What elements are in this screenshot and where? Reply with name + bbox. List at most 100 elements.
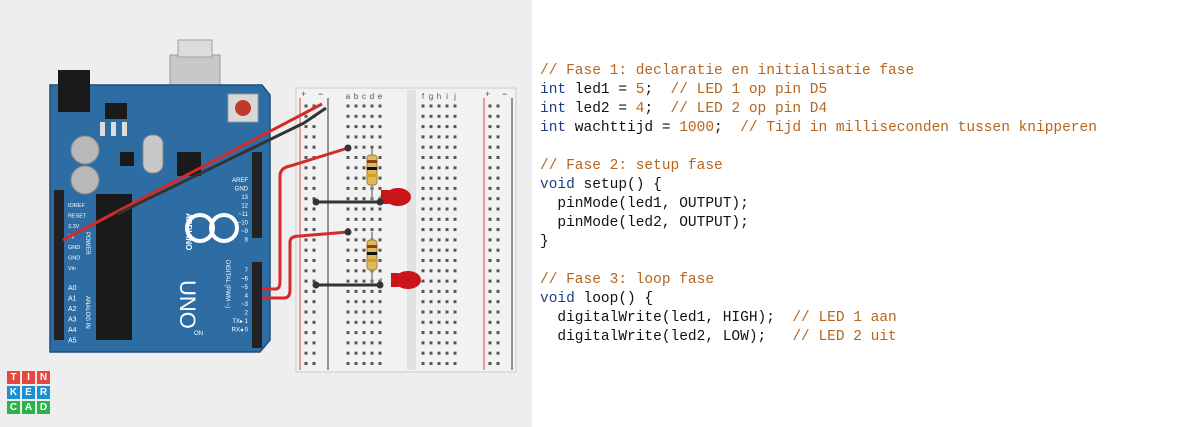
breadboard-hole[interactable] [346,279,350,283]
breadboard-hole[interactable] [429,248,433,252]
breadboard-hole[interactable] [312,259,316,262]
breadboard-hole[interactable] [437,145,441,149]
breadboard-hole[interactable] [437,197,441,201]
breadboard-hole[interactable] [445,331,449,335]
breadboard-hole[interactable] [453,125,457,129]
code-line[interactable]: pinMode(led2, OUTPUT); [540,214,1190,233]
breadboard-hole[interactable] [429,331,433,335]
breadboard-hole[interactable] [378,300,382,304]
breadboard-hole[interactable] [453,207,457,211]
breadboard-hole[interactable] [421,310,425,314]
breadboard-hole[interactable] [421,156,425,159]
breadboard-hole[interactable] [378,176,382,180]
breadboard-hole[interactable] [496,331,500,335]
breadboard-hole[interactable] [421,207,425,211]
breadboard-hole[interactable] [421,145,425,149]
breadboard-hole[interactable] [312,186,316,190]
breadboard-hole[interactable] [445,145,449,149]
breadboard-hole[interactable] [312,197,316,201]
breadboard-hole[interactable] [354,207,358,211]
breadboard-hole[interactable] [488,351,492,355]
reset-button-cap[interactable] [235,100,251,116]
breadboard-hole[interactable] [453,310,457,314]
breadboard-hole[interactable] [304,310,308,314]
breadboard-hole[interactable] [346,176,350,180]
breadboard-hole[interactable] [421,238,425,242]
breadboard-hole[interactable] [312,331,316,335]
breadboard-hole[interactable] [378,114,382,118]
circuit-canvas[interactable]: UNO ARDUINO ON POWER ANALOG IN DIGITAL (… [0,0,532,427]
code-line[interactable]: // Fase 2: setup fase [540,157,1190,176]
breadboard-hole[interactable] [445,125,449,129]
breadboard-hole[interactable] [346,156,350,159]
breadboard-hole[interactable] [488,259,492,262]
breadboard-hole[interactable] [453,341,457,345]
code-line[interactable]: digitalWrite(led2, LOW); // LED 2 uit [540,328,1190,347]
breadboard-hole[interactable] [496,228,500,232]
breadboard-hole[interactable] [437,217,441,221]
breadboard-hole[interactable] [421,114,425,118]
breadboard-hole[interactable] [370,145,374,149]
breadboard-hole[interactable] [445,166,449,170]
breadboard-hole[interactable] [421,186,425,190]
breadboard-hole[interactable] [496,362,500,365]
breadboard-hole[interactable] [304,197,308,201]
breadboard-hole[interactable] [346,217,350,221]
code-line[interactable]: } [540,233,1190,252]
breadboard-hole[interactable] [437,156,441,159]
breadboard-hole[interactable] [378,104,382,108]
breadboard-hole[interactable] [453,135,457,139]
breadboard-hole[interactable] [453,269,457,273]
breadboard-hole[interactable] [437,362,441,365]
breadboard-hole[interactable] [354,125,358,129]
breadboard-hole[interactable] [370,125,374,129]
breadboard-hole[interactable] [437,207,441,211]
breadboard-hole[interactable] [312,289,316,293]
breadboard-hole[interactable] [488,289,492,293]
breadboard-hole[interactable] [346,362,350,365]
wire-d4[interactable] [262,230,349,300]
breadboard-hole[interactable] [312,125,316,129]
breadboard-hole[interactable] [370,207,374,211]
breadboard-hole[interactable] [496,125,500,129]
breadboard-hole[interactable] [445,362,449,365]
breadboard-hole[interactable] [437,320,441,324]
breadboard-hole[interactable] [346,248,350,252]
breadboard-hole[interactable] [429,238,433,242]
breadboard-hole[interactable] [496,114,500,118]
breadboard-hole[interactable] [445,269,449,273]
breadboard-hole[interactable] [496,279,500,283]
breadboard-hole[interactable] [304,186,308,190]
breadboard-hole[interactable] [437,104,441,108]
breadboard-hole[interactable] [437,269,441,273]
breadboard-hole[interactable] [437,135,441,139]
breadboard-hole[interactable] [453,156,457,159]
breadboard-hole[interactable] [429,351,433,355]
breadboard-hole[interactable] [445,351,449,355]
breadboard-hole[interactable] [304,217,308,221]
breadboard-hole[interactable] [312,176,316,180]
breadboard-hole[interactable] [453,289,457,293]
breadboard-hole[interactable] [496,289,500,293]
breadboard-hole[interactable] [362,310,366,314]
breadboard-hole[interactable] [437,186,441,190]
breadboard-hole[interactable] [453,186,457,190]
breadboard-hole[interactable] [429,186,433,190]
breadboard-hole[interactable] [378,341,382,345]
breadboard-hole[interactable] [496,300,500,304]
breadboard-hole[interactable] [429,217,433,221]
breadboard-hole[interactable] [445,217,449,221]
breadboard-hole[interactable] [453,259,457,262]
breadboard-hole[interactable] [429,341,433,345]
breadboard-hole[interactable] [362,207,366,211]
breadboard-hole[interactable] [429,125,433,129]
code-editor[interactable]: // Fase 1: declaratie en initialisatie f… [540,62,1190,347]
breadboard-hole[interactable] [312,166,316,170]
breadboard-hole[interactable] [496,341,500,345]
breadboard-hole[interactable] [429,362,433,365]
breadboard-hole[interactable] [370,310,374,314]
arduino-uno-board[interactable]: UNO ARDUINO ON POWER ANALOG IN DIGITAL (… [49,70,271,353]
breadboard-hole[interactable] [346,104,350,108]
breadboard-hole[interactable] [453,331,457,335]
breadboard-hole[interactable] [421,320,425,324]
